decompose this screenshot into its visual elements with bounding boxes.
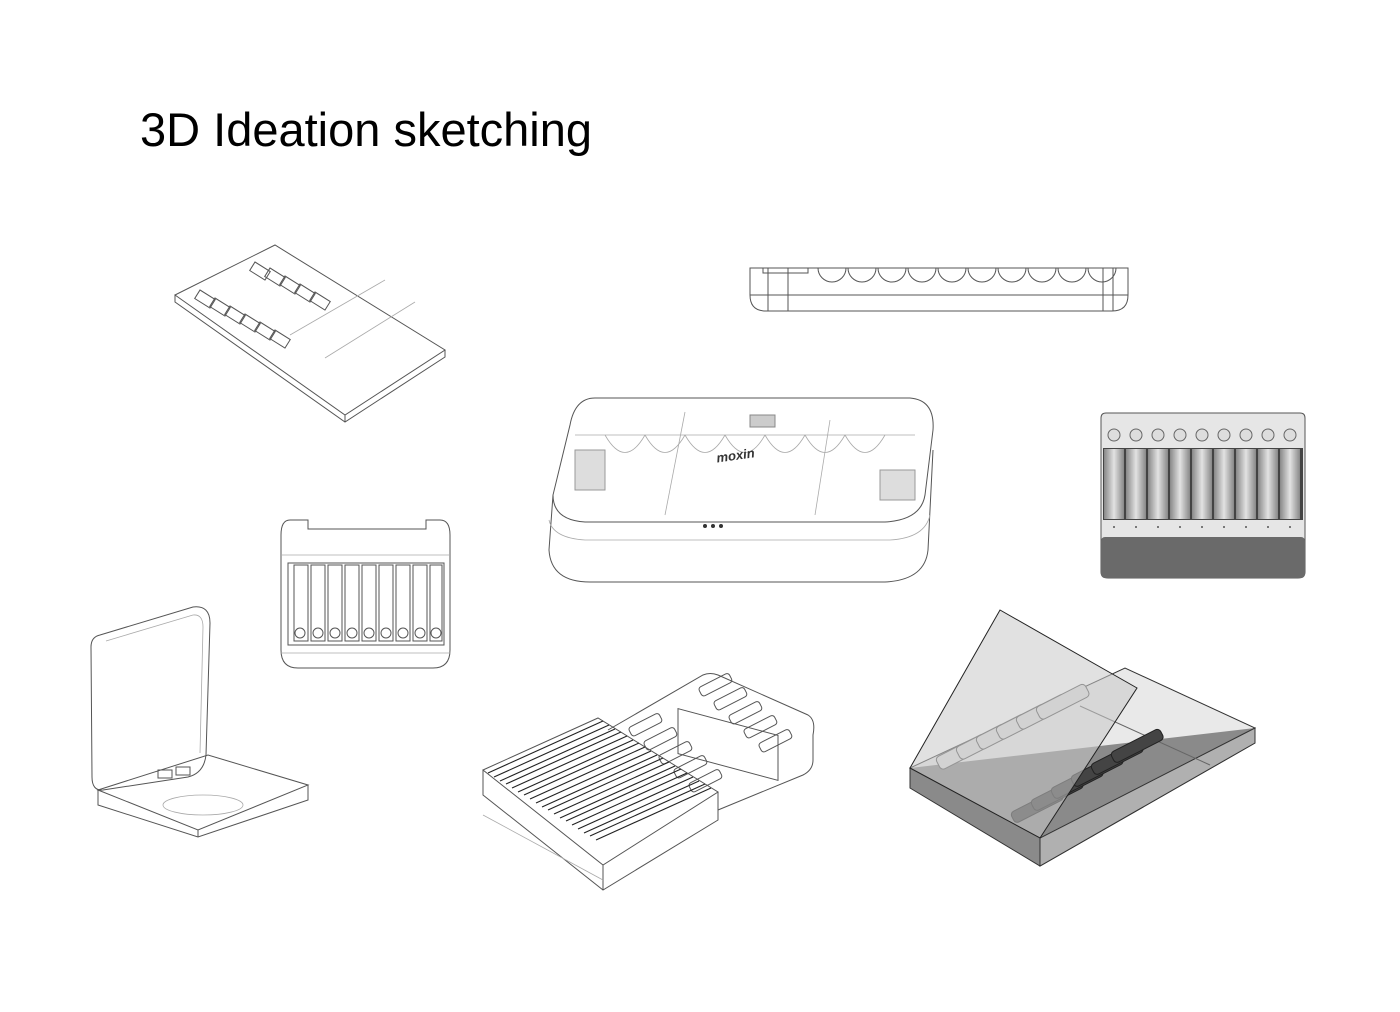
sketch-side-profile: [748, 265, 1133, 315]
sketch-tray-angled: [170, 240, 455, 425]
sketch-open-charger: [278, 515, 458, 675]
brand-mark: moxin: [716, 445, 756, 465]
sketch-glass-lid-tray: [905, 608, 1260, 873]
sketch-front-view: [1100, 412, 1306, 580]
sketch-heatsink-slider: [478, 670, 818, 900]
sketch-flip-lid-cube: [88, 605, 313, 840]
sketch-transparent-case: moxin: [545, 390, 940, 590]
page-title: 3D Ideation sketching: [140, 103, 593, 156]
